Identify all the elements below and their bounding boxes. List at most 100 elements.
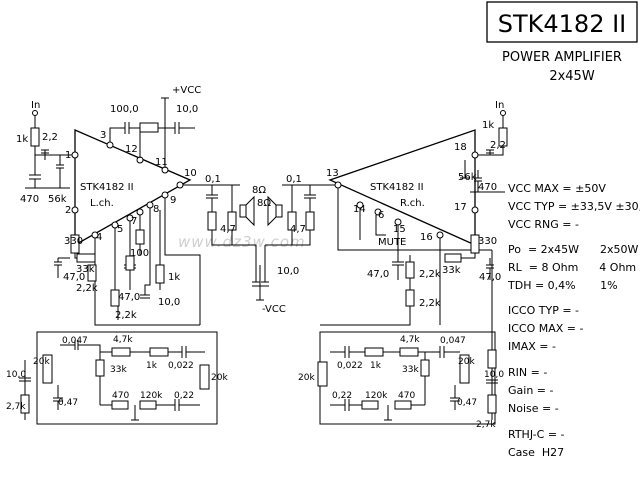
spec-rthj-c: RTHJ-C = - bbox=[508, 428, 565, 441]
r-1k-mid-label: 1k bbox=[168, 272, 180, 283]
r-4-7-left-label: 4,7 bbox=[220, 224, 236, 235]
c-2-2-right-label: 2,2 bbox=[490, 140, 506, 151]
tl-c-022b-label: 0,22 bbox=[174, 391, 194, 401]
pin-17-label: 17 bbox=[454, 202, 467, 213]
speaker-right-body bbox=[275, 204, 283, 218]
pin-7-label: 7 bbox=[131, 216, 137, 227]
tr-c-022b-label: 0,22 bbox=[332, 391, 352, 401]
tr-c-047b-label: 0,47 bbox=[457, 398, 477, 408]
right-tone-control bbox=[317, 331, 498, 425]
r-56k-left-label: 56k bbox=[48, 194, 67, 205]
pin-3-label: 3 bbox=[100, 130, 106, 141]
c-0-1-left-label: 0,1 bbox=[205, 174, 221, 185]
spec-vcc-rng: VCC RNG = - bbox=[508, 218, 579, 231]
in-left-label: In bbox=[31, 100, 40, 111]
right-ic-channel: R.ch. bbox=[400, 198, 425, 209]
pin-16-label: 16 bbox=[420, 232, 433, 243]
tr-r-2-7k-label: 2,7k bbox=[476, 420, 496, 430]
top-supply-network bbox=[109, 97, 195, 168]
tl-r-120k-label: 120k bbox=[140, 391, 163, 401]
r-33k-left-label: 33k bbox=[76, 264, 95, 275]
r-2-2k-mid-label: 2,2k bbox=[115, 310, 137, 321]
c-470-right-label: 470 bbox=[478, 182, 497, 193]
tr-r-20k-a-label: 20k bbox=[458, 357, 475, 367]
r-1k-left-label: 1k bbox=[16, 134, 28, 145]
pin-2-label: 2 bbox=[65, 205, 71, 216]
tl-c-047b-label: 0,47 bbox=[58, 398, 78, 408]
spec-icco-typ: ICCO TYP = - bbox=[508, 304, 579, 317]
r-2-2k-left-label: 2,2k bbox=[76, 283, 98, 294]
tr-c-10-label: 10,0 bbox=[484, 370, 504, 380]
right-amplifier-ic bbox=[328, 129, 476, 247]
tr-r-4-7k-label: 4,7k bbox=[400, 335, 420, 345]
rating: 2x45W bbox=[549, 69, 595, 84]
pin-4-label: 4 bbox=[96, 232, 102, 243]
tl-c-047-label: 0,047 bbox=[62, 336, 88, 346]
c-47-0-left-label: 47,0 bbox=[63, 272, 85, 283]
tl-r-1k-label: 1k bbox=[146, 361, 158, 371]
pin-12-label: 12 bbox=[125, 144, 138, 155]
tr-r-470-label: 470 bbox=[398, 391, 415, 401]
tl-r-470-label: 470 bbox=[112, 391, 129, 401]
left-feedback-network bbox=[54, 198, 201, 326]
speaker-left-body bbox=[239, 204, 247, 218]
tl-r-20k-a-label: 20k bbox=[33, 357, 50, 367]
spk-right-label: 8Ω bbox=[257, 198, 271, 209]
tl-c-10-label: 10,0 bbox=[6, 370, 26, 380]
spec-case: Case H27 bbox=[508, 446, 564, 459]
subtitle: POWER AMPLIFIER bbox=[502, 50, 622, 65]
spec-rl: RL = 8 Ohm 4 Ohm bbox=[508, 261, 636, 274]
spec-rin: RIN = - bbox=[508, 366, 547, 379]
c-47-0-r-label: 47,0 bbox=[367, 269, 389, 280]
vcc-negative-label: -VCC bbox=[262, 304, 286, 315]
pin-8-label: 8 bbox=[153, 204, 159, 215]
tr-c-047-label: 0,047 bbox=[440, 336, 466, 346]
right-ic-name: STK4182 II bbox=[370, 182, 424, 193]
right-input-network bbox=[460, 110, 508, 193]
c-0-1-right-label: 0,1 bbox=[286, 174, 302, 185]
r-2-2k-r2-label: 2,2k bbox=[419, 298, 441, 309]
pin-10-label: 10 bbox=[184, 168, 197, 179]
c-10-0-vcc-label: 10,0 bbox=[277, 266, 299, 277]
output-network bbox=[183, 184, 335, 301]
c-47-0-mid-label: 47,0 bbox=[118, 292, 140, 303]
spec-vcc-max: VCC MAX = ±50V bbox=[508, 182, 606, 195]
spec-vcc-typ: VCC TYP = ±33,5V ±30,5V bbox=[508, 200, 640, 213]
pin-9-label: 9 bbox=[170, 195, 176, 206]
title-box bbox=[486, 1, 638, 43]
left-tone-control bbox=[19, 331, 218, 425]
pin-13-label: 13 bbox=[326, 168, 339, 179]
tl-r-20k-b-label: 20k bbox=[211, 373, 228, 383]
pin-18-label: 18 bbox=[454, 142, 467, 153]
r-1k-right-label: 1k bbox=[482, 120, 494, 131]
right-feedback-network bbox=[320, 188, 494, 345]
c-100-mid-label: 100 bbox=[130, 248, 149, 259]
r-33k-right-label: 33k bbox=[442, 265, 461, 276]
left-amplifier-ic bbox=[74, 129, 192, 247]
pin-5-label: 5 bbox=[117, 224, 123, 235]
c-10-0-mid-label: 10,0 bbox=[158, 297, 180, 308]
spec-tdh: TDH = 0,4% 1% bbox=[507, 279, 618, 292]
tr-r-120k-label: 120k bbox=[365, 391, 388, 401]
spk-left-label: 8Ω bbox=[252, 185, 266, 196]
tr-c-022-label: 0,022 bbox=[337, 361, 363, 371]
c-470-left-label: 470 bbox=[20, 194, 39, 205]
left-ic-channel: L.ch. bbox=[90, 198, 114, 209]
pin-11-label: 11 bbox=[155, 157, 168, 168]
spec-table: VCC MAX = ±50V VCC TYP = ±33,5V ±30,5V V… bbox=[507, 182, 640, 459]
title: STK4182 II bbox=[498, 10, 627, 38]
spec-gain: Gain = - bbox=[508, 384, 554, 397]
watermark: www.dz3w.com bbox=[178, 233, 306, 251]
pin-14-label: 14 bbox=[353, 204, 366, 215]
mute-label: MUTE bbox=[378, 237, 406, 248]
c-10-0-top-label: 10,0 bbox=[176, 104, 198, 115]
pin-6-label: 6 bbox=[378, 210, 384, 221]
tl-r-4-7k-label: 4,7k bbox=[113, 335, 133, 345]
vcc-positive-label: +VCC bbox=[172, 85, 201, 96]
left-input-network bbox=[25, 110, 72, 189]
spec-noise: Noise = - bbox=[508, 402, 559, 415]
r-2-2k-r1-label: 2,2k bbox=[419, 269, 441, 280]
spec-imax: IMAX = - bbox=[508, 340, 556, 353]
tr-r-33k-label: 33k bbox=[402, 365, 419, 375]
